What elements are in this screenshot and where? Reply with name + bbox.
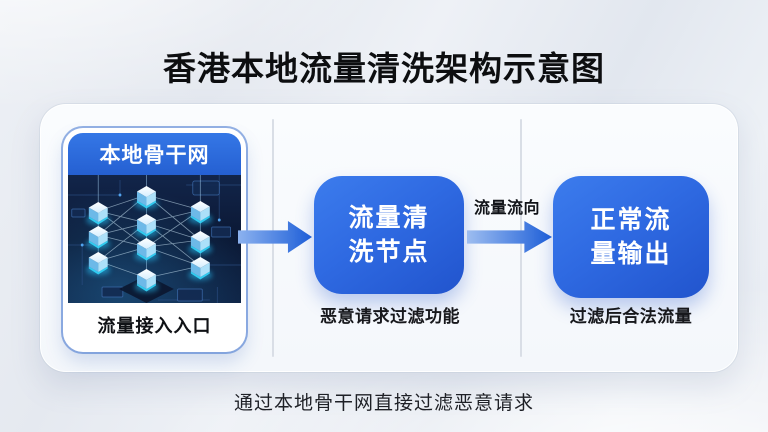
flow-arrow-right-icon xyxy=(238,221,312,253)
circuit-board-network-image xyxy=(68,175,241,303)
cube-network-graphic xyxy=(68,175,241,303)
clean-node-label-line2: 洗节点 xyxy=(348,238,430,266)
output-node-label-line1: 正常流 xyxy=(590,206,672,234)
output-node-sublabel: 过滤后合法流量 xyxy=(569,307,693,326)
flow-arrow-right-icon xyxy=(467,221,552,253)
source-card: 本地骨干网 xyxy=(63,128,246,352)
source-header: 本地骨干网 xyxy=(68,133,241,175)
clean-node-sublabel: 恶意请求过滤功能 xyxy=(320,307,460,326)
flow-direction-label: 流量流向 xyxy=(473,200,540,217)
source-label: 流量接入入口 xyxy=(68,303,241,347)
clean-node-label-line1: 流量清 xyxy=(348,204,430,232)
architecture-card: 本地骨干网 xyxy=(40,104,738,372)
page-title: 香港本地流量清洗架构示意图 xyxy=(163,50,605,87)
page-caption: 通过本地骨干网直接过滤恶意请求 xyxy=(233,393,534,414)
output-node-label-line2: 量输出 xyxy=(590,240,672,268)
source-card-inner: 本地骨干网 xyxy=(68,133,241,347)
clean-node: 流量清 洗节点 xyxy=(314,176,464,294)
output-node: 正常流 量输出 xyxy=(553,176,709,298)
